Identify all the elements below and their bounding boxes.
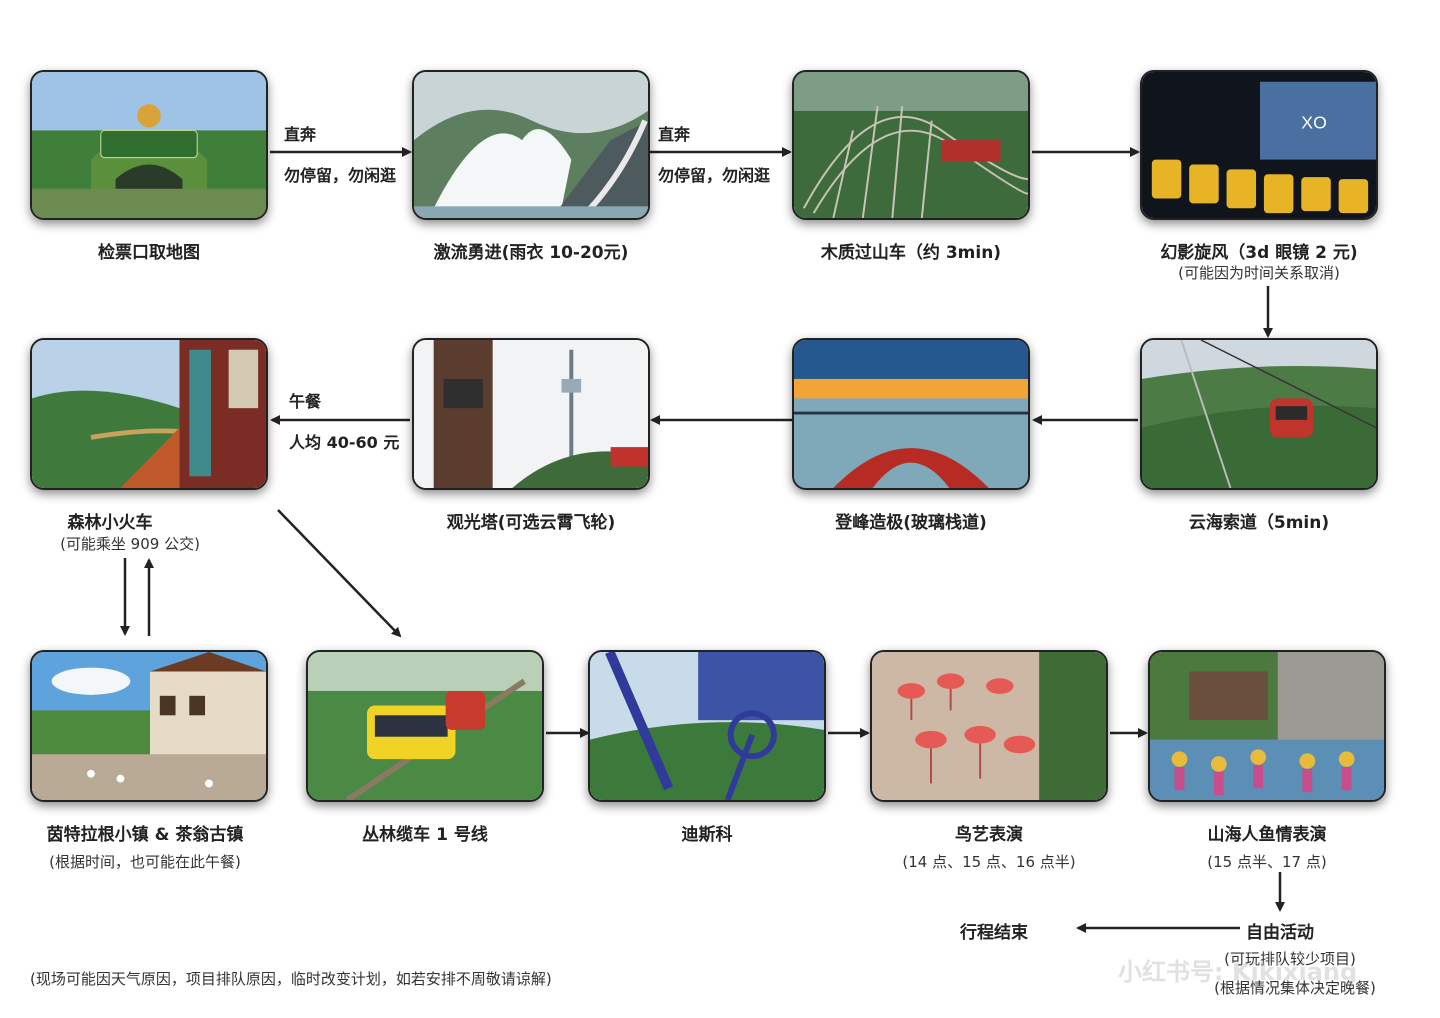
- watermark: 小红书号: Kikixiang: [1118, 958, 1358, 986]
- photo-ticket-gate: [30, 70, 268, 220]
- caption-glass-walkway: 登峰造极(玻璃栈道): [835, 513, 987, 533]
- caption-mermaid-show: 山海人鱼情表演: [1207, 825, 1327, 845]
- label-free-activity: 自由活动: [1246, 923, 1314, 943]
- sub-interlaken-town: (根据时间，也可能在此午餐): [49, 853, 241, 871]
- sub-free-activity-1: (可玩排队较少项目): [1224, 950, 1356, 968]
- caption-rapids: 激流勇进(雨衣 10-20元): [433, 243, 629, 263]
- label-a1-top: 直奔: [284, 125, 317, 144]
- photo-disco: [588, 650, 826, 802]
- sub-phantom-theater: (可能因为时间关系取消): [1178, 264, 1340, 282]
- photo-mermaid-show: [1148, 650, 1386, 802]
- caption-wooden-coaster: 木质过山车（约 3min): [820, 243, 1002, 263]
- caption-sightseeing-tower: 观光塔(可选云霄飞轮): [446, 513, 616, 533]
- sub-mermaid-show: (15 点半、17 点): [1207, 853, 1327, 871]
- photo-bird-show: [870, 650, 1108, 802]
- arrow-train-jungle: [277, 509, 402, 638]
- caption-cableway: 云海索道（5min): [1188, 513, 1330, 533]
- photo-wooden-coaster: [792, 70, 1030, 220]
- footer-note: (现场可能因天气原因，项目排队原因，临时改变计划，如若安排不周敬请谅解): [30, 970, 552, 988]
- photo-forest-train: [30, 338, 268, 490]
- sub-forest-train: (可能乘坐 909 公交): [60, 535, 200, 553]
- photo-rapids: [412, 70, 650, 220]
- caption-jungle-cablecar: 丛林缆车 1 号线: [362, 825, 488, 845]
- label-lunch-bottom: 人均 40-60 元: [289, 433, 400, 452]
- label-trip-end: 行程结束: [960, 923, 1028, 943]
- label-a1-bottom: 勿停留，勿闲逛: [284, 166, 397, 185]
- caption-interlaken-town: 茵特拉根小镇 & 茶翁古镇: [46, 825, 244, 845]
- caption-phantom-theater: 幻影旋风（3d 眼镜 2 元): [1160, 243, 1358, 263]
- photo-glass-walkway: [792, 338, 1030, 490]
- photo-cableway: [1140, 338, 1378, 490]
- svg-text:XO: XO: [1301, 113, 1327, 133]
- caption-forest-train: 森林小火车: [67, 513, 153, 533]
- label-a2-top: 直奔: [658, 125, 691, 144]
- caption-disco: 迪斯科: [681, 825, 733, 845]
- caption-bird-show: 鸟艺表演: [955, 825, 1023, 845]
- photo-interlaken-town: [30, 650, 268, 802]
- caption-ticket-gate: 检票口取地图: [98, 243, 200, 263]
- photo-sightseeing-tower: [412, 338, 650, 490]
- sub-bird-show: (14 点、15 点、16 点半): [902, 853, 1076, 871]
- label-lunch-top: 午餐: [289, 392, 322, 411]
- photo-phantom-theater: XO: [1140, 70, 1378, 220]
- sub-free-activity-2: (根据情况集体决定晚餐): [1214, 979, 1376, 997]
- photo-jungle-cablecar: [306, 650, 544, 802]
- label-a2-bottom: 勿停留，勿闲逛: [658, 166, 771, 185]
